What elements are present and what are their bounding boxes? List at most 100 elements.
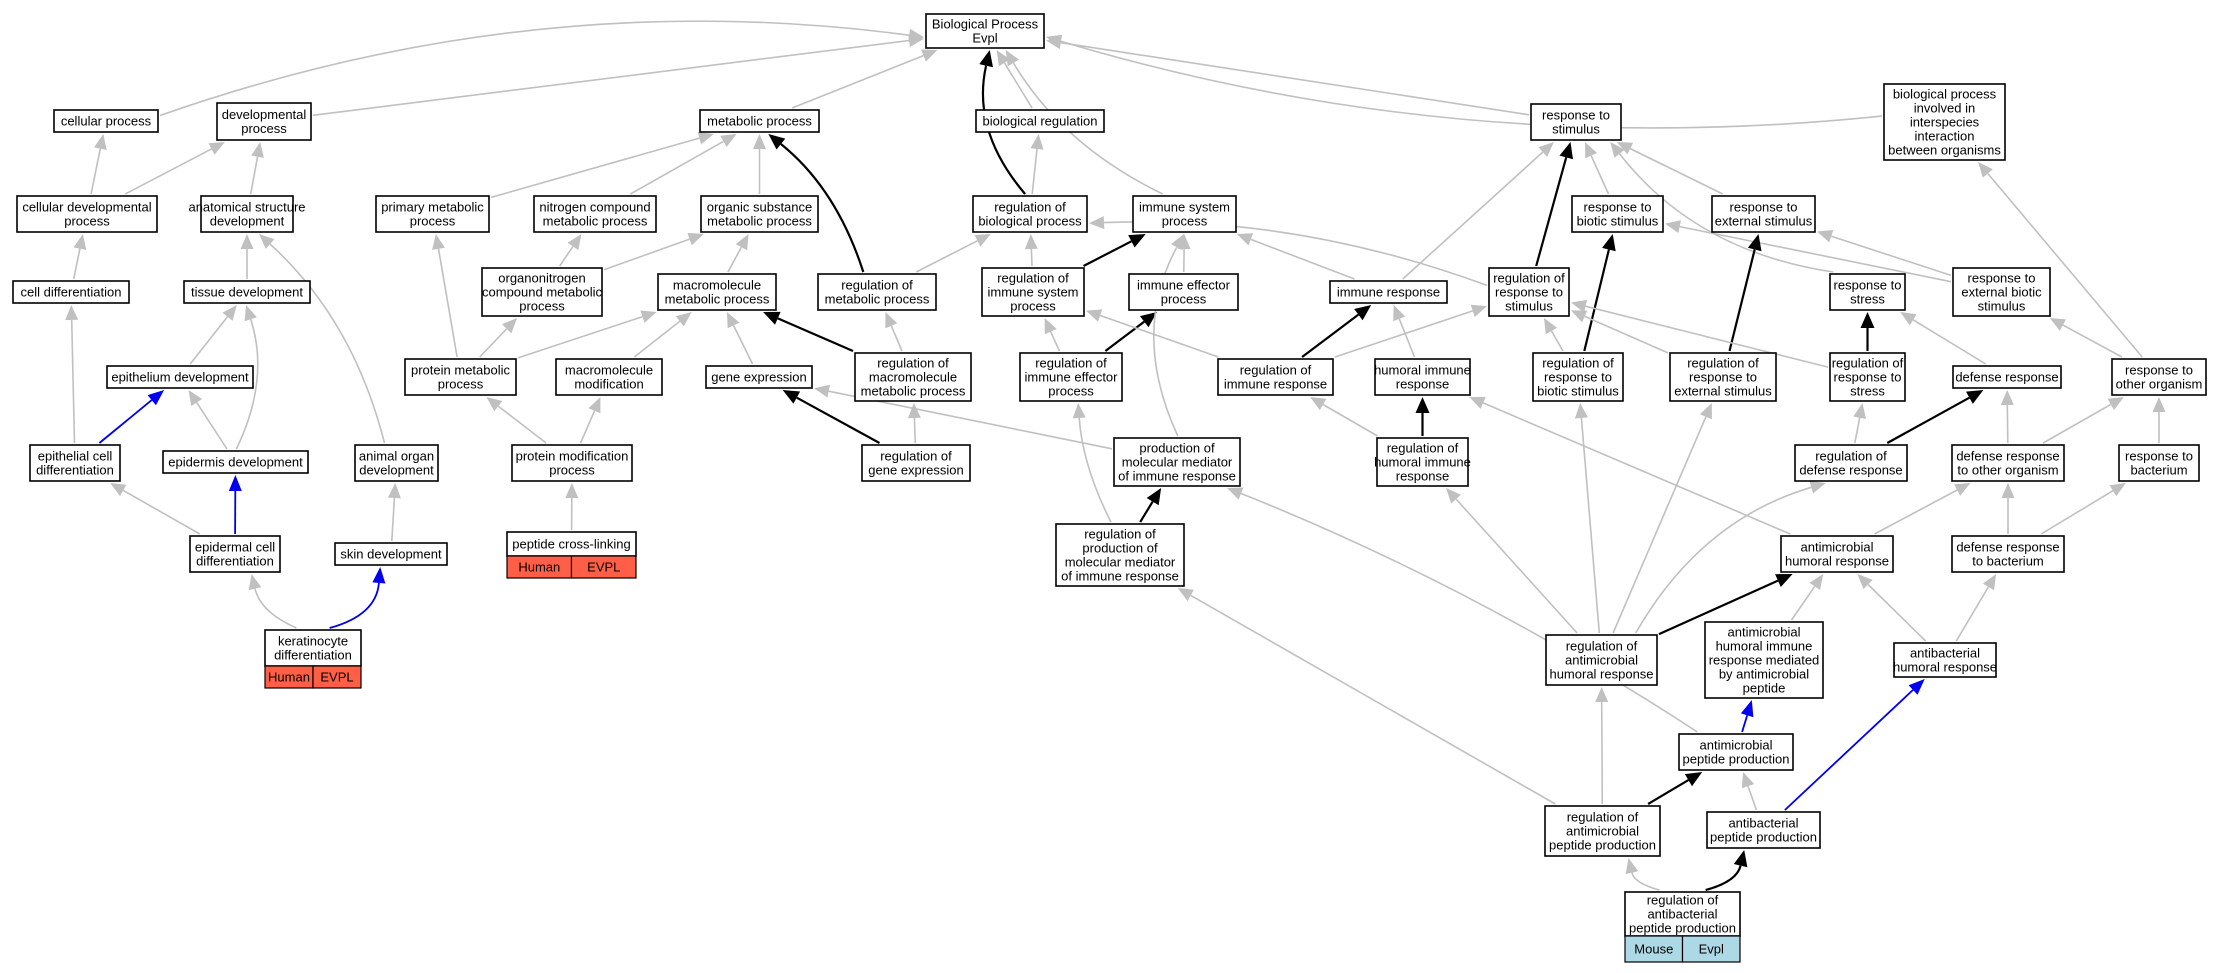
edge-defense_to_bacterium-to-defense_other_organism	[2001, 483, 2015, 534]
node-gene-expression[interactable]: gene expression	[705, 365, 813, 389]
edge-line	[1658, 579, 1779, 636]
node-label-line: stress	[1850, 384, 1885, 399]
node-epidermis-development[interactable]: epidermis development	[162, 450, 309, 474]
tag-species-label: Human	[268, 670, 310, 685]
edge-protein_metabolic-to-macromolecule_metabolic	[517, 310, 657, 359]
node-cell-differentiation[interactable]: cell differentiation	[12, 280, 130, 304]
edge-reg_production_mediator-to-production_molecular_mediator	[1139, 488, 1162, 523]
edge-arrowhead	[2000, 390, 2014, 406]
node-metabolic-process[interactable]: metabolic process	[699, 109, 820, 133]
edge-arrowhead	[188, 390, 203, 407]
node-label-line: regulation of	[841, 278, 913, 293]
node-label-line: antimicrobial	[1566, 824, 1639, 839]
node-epithelium-development[interactable]: epithelium development	[106, 365, 254, 389]
node-defense-response[interactable]: defense response	[1952, 365, 2062, 389]
edge-antimicrobial_peptide_prod-to-antimicrobial_humoral_peptide	[1740, 700, 1754, 733]
node-biological-regulation[interactable]: biological regulation	[975, 109, 1105, 133]
edge-reg_antimicrobial_humoral-to-reg_defense_response	[1635, 481, 1826, 634]
node-label-line: Biological Process	[932, 17, 1039, 32]
edge-reg_macromolecule_metabolic-to-macromolecule_metabolic	[763, 311, 854, 353]
edge-arrowhead	[908, 34, 924, 47]
node-box	[189, 535, 281, 573]
node-label-line: interspecies	[1910, 115, 1980, 130]
node-label-line: antimicrobial	[1565, 653, 1638, 668]
edge-reg_metabolic_process-to-metabolic_process	[768, 134, 865, 273]
node-tissue-development[interactable]: tissue development	[183, 280, 311, 304]
node-label-line: immune effector	[1025, 370, 1119, 385]
edge-arrowhead	[907, 403, 921, 419]
node-box	[200, 195, 294, 233]
node-skin-development[interactable]: skin development	[334, 542, 448, 566]
edge-arrowhead	[2107, 397, 2124, 411]
edge-reg_response_to_stimulus-to-response_to_stimulus	[1535, 142, 1573, 267]
node-cellular-process[interactable]: cellular process	[53, 109, 159, 133]
edge-arrowhead	[1809, 574, 1824, 590]
edge-arrowhead	[1966, 390, 1984, 404]
tag-cell-gene	[312, 665, 362, 689]
node-label-line: defense response	[1799, 463, 1902, 478]
node-label-line: organonitrogen	[498, 271, 585, 286]
node-label-line: regulation of	[1566, 639, 1638, 654]
node-label-line: metabolic process	[825, 292, 930, 307]
edge-line	[1301, 313, 1360, 358]
edge-developmental_process-to-bp	[312, 34, 924, 117]
edge-line	[1402, 151, 1544, 280]
edge-arrowhead	[1072, 403, 1086, 419]
node-immune-response[interactable]: immune response	[1329, 280, 1448, 304]
edge-line	[890, 325, 903, 352]
